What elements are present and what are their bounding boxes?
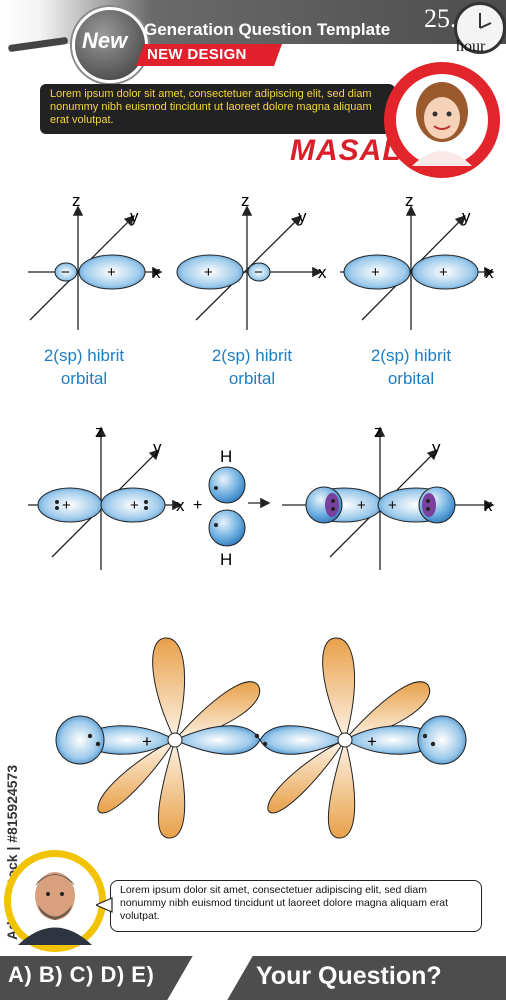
speech-bubble-bottom (110, 880, 482, 932)
bond-formation-diagram: z y x + + + H H z y x + + (28, 422, 495, 570)
orbital-caption-1-line1: 2(sp) hibrit (43, 346, 125, 365)
answer-options[interactable]: A) B) C) D) E) (8, 962, 155, 987)
sign-right-1: + (107, 264, 116, 281)
new-badge (72, 7, 148, 83)
axis-y-1: y (130, 207, 139, 226)
orbital-caption-2-line1: 2(sp) hibrit (211, 346, 293, 365)
sign-left-2: + (204, 264, 213, 281)
reactant-sign-left: + (62, 497, 71, 514)
axis-z-2: z (241, 191, 250, 210)
sp-orbital-3 (340, 205, 495, 330)
sign-right-2: − (254, 264, 263, 281)
sp-orbital-1 (28, 205, 163, 330)
girl-avatar (384, 62, 500, 178)
orbital-caption-2-line2: orbital (228, 369, 276, 388)
orbital-caption-3-line2: orbital (387, 369, 435, 388)
orbital-caption-1: 2(sp) hibrit orbital (24, 344, 144, 390)
beh2-hybrid-orbital (28, 426, 183, 570)
sp-bonds (55, 715, 467, 765)
axis-z-3: z (405, 191, 414, 210)
axis-z-product: z (374, 422, 383, 441)
man-avatar (4, 850, 106, 952)
orbital-caption-1-line2: orbital (60, 369, 108, 388)
character-name: MASAL (290, 134, 402, 167)
speech-bubble-top (40, 84, 395, 134)
orbital-caption-3: 2(sp) hibrit orbital (351, 344, 471, 390)
product-sign-left: + (357, 497, 366, 514)
axis-z-1: z (72, 191, 81, 210)
orbital-caption-3-line1: 2(sp) hibrit (370, 346, 452, 365)
axis-z-reactant: z (95, 422, 104, 441)
orbital-caption-2: 2(sp) hibrit orbital (192, 344, 312, 390)
axis-x-1: x (152, 263, 161, 282)
p-orbital-lobes-right (267, 637, 431, 839)
sign-right-3: + (439, 264, 448, 281)
axis-x-product: x (484, 496, 493, 515)
hour-label: hour (456, 38, 486, 55)
hydrogen-top-label: H (220, 447, 232, 466)
hybrid-chain-diagram: + + (55, 637, 467, 839)
day-number: 25. (424, 4, 457, 33)
p-orbital-lobes-left (97, 637, 261, 839)
speech-tail-bottom-icon (96, 897, 113, 913)
product-sign-right: + (388, 497, 397, 514)
your-question-label: Your Question? (256, 962, 442, 990)
speech-text-top: Lorem ipsum dolor sit amet, consectetuer… (50, 88, 372, 126)
new-badge-label: New (82, 28, 128, 53)
hydrogen-atoms (208, 466, 246, 547)
axis-y-product: y (432, 438, 441, 457)
sp-orbital-2 (176, 205, 323, 330)
clock-icon (454, 2, 506, 54)
axis-x-3: x (485, 263, 494, 282)
reaction-plus: + (193, 497, 202, 514)
speech-text-bottom: Lorem ipsum dolor sit amet, consectetuer… (120, 884, 449, 922)
reactant-sign-right: + (130, 497, 139, 514)
axis-x-reactant: x (176, 496, 185, 515)
sign-left-1: − (61, 264, 70, 281)
beh2-molecule (282, 426, 495, 570)
chain-sign-right: + (367, 732, 377, 751)
page-title: Generation Question Template (144, 20, 391, 39)
chain-sign-left: + (142, 732, 152, 751)
axis-y-3: y (462, 207, 471, 226)
axis-y-reactant: y (153, 438, 162, 457)
new-design-label: NEW DESIGN (147, 46, 247, 63)
magnifier-icon (8, 37, 68, 52)
hydrogen-bottom-label: H (220, 550, 232, 569)
axis-y-2: y (298, 207, 307, 226)
footer-bar (0, 956, 506, 1000)
sp-orbitals-row: z y x − + z y x + − z y x + + (28, 191, 495, 330)
sign-left-3: + (371, 264, 380, 281)
axis-x-2: x (318, 263, 327, 282)
